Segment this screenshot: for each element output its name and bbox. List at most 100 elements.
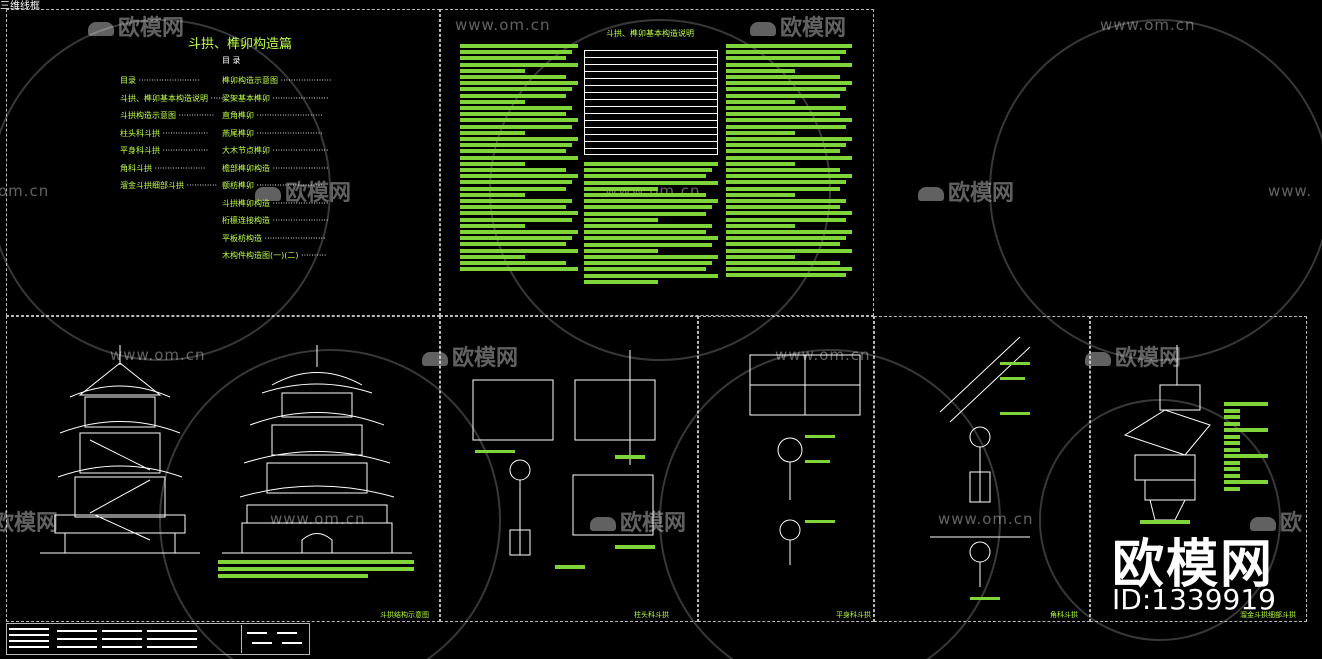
- toc-entry: 梁架基本榫卯 ······················: [222, 93, 329, 104]
- text-line: [460, 174, 578, 179]
- text-line: [460, 248, 578, 253]
- legend-bar: [1224, 480, 1268, 484]
- text-line: [726, 217, 846, 222]
- thumbnail-strip[interactable]: [6, 623, 310, 655]
- text-line: [460, 223, 525, 228]
- text-line: [726, 130, 796, 135]
- text-line: [460, 75, 566, 79]
- legend-bar: [1224, 415, 1240, 419]
- legend-bar: [1224, 473, 1240, 478]
- text-line: [584, 199, 718, 204]
- text-line: [460, 44, 578, 48]
- text-line: [726, 254, 796, 259]
- detail-note-bar: [1140, 520, 1190, 524]
- toc-entry-label: 溜金斗拱细部斗拱: [120, 181, 184, 190]
- text-line: [584, 211, 706, 216]
- text-line: [726, 93, 840, 98]
- toc-entry: 榫卯构造示意图 ····················: [222, 75, 331, 86]
- toc-entry-label: 燕尾榫卯: [222, 128, 254, 138]
- toc-leader-dots: ··························: [254, 128, 323, 138]
- text-line: [726, 68, 796, 73]
- toc-leader-dots: ························: [262, 233, 326, 243]
- tower-elevation-drawing: [222, 345, 412, 554]
- toc-leader-dots: ······················: [270, 198, 329, 208]
- toc-entry-label: 斗拱构造示意图: [120, 111, 176, 120]
- sheet-caption: 角科斗拱: [1050, 611, 1078, 619]
- toc-entry-label: 角科斗拱: [120, 163, 152, 173]
- toc-entry-label: 桁檩连接构造: [222, 216, 270, 225]
- legend-bar: [1224, 447, 1240, 452]
- sheet-corner-bracket[interactable]: [874, 316, 1090, 622]
- toc-entry: 额枋榫卯 ··························: [222, 180, 323, 191]
- text-line: [460, 68, 525, 73]
- sheet-intercolumn-bracket[interactable]: [698, 316, 874, 622]
- toc-leader-dots: ····················: [152, 163, 206, 173]
- text-line: [460, 217, 572, 222]
- sheet-column-bracket[interactable]: [440, 316, 698, 622]
- toc-leader-dots: ············: [184, 181, 218, 190]
- column-bracket-drawing: [472, 350, 656, 569]
- sheet-detail-bracket[interactable]: [1090, 316, 1307, 622]
- text-line: [584, 162, 718, 166]
- text-line: [726, 50, 846, 55]
- toc-entry: 桁檩连接构造 ······················: [222, 215, 329, 226]
- text-line: [726, 106, 846, 110]
- sheet-toc[interactable]: [6, 9, 440, 316]
- text-line: [460, 199, 572, 203]
- text-line: [460, 93, 566, 98]
- text-line: [460, 168, 566, 172]
- text-line: [460, 155, 578, 160]
- intercolumn-bracket-drawing: [749, 354, 861, 565]
- text-line: [460, 236, 572, 241]
- text-line: [460, 267, 578, 272]
- toc-entry: 木构件构造图(一)(二) ··········: [222, 250, 326, 261]
- legend-bar: [1224, 434, 1240, 439]
- text-line: [584, 230, 706, 235]
- text-line: [460, 161, 525, 166]
- text-line: [726, 236, 846, 241]
- text-line: [460, 56, 566, 61]
- toc-entry-label: 榫卯构造示意图: [222, 76, 278, 85]
- toc-leader-dots: ······················: [270, 146, 329, 155]
- toc-entry: 平身科斗拱 ··················: [120, 145, 208, 156]
- text-line: [726, 192, 796, 197]
- toc-leader-dots: ······················: [270, 163, 329, 173]
- toc-leader-dots: ··········: [298, 251, 327, 260]
- toc-entry: 斗拱、榫卯基本构造说明 ······: [120, 93, 226, 104]
- text-line: [460, 81, 578, 86]
- brand-id: ID:1339919: [1112, 583, 1276, 616]
- toc-leader-dots: ··················: [160, 146, 209, 155]
- toc-entry: 目录 ························: [120, 75, 200, 86]
- text-line: [726, 143, 846, 148]
- text-line: [726, 273, 846, 278]
- text-line: [726, 161, 796, 166]
- toc-entry: 燕尾榫卯 ··························: [222, 128, 323, 139]
- text-line: [726, 242, 840, 247]
- text-line: [460, 186, 566, 191]
- sheet-notes[interactable]: [440, 9, 874, 316]
- toc-entry: 直角榫卯 ··························: [222, 110, 323, 121]
- toc-entry: 平板枋构造 ························: [222, 233, 326, 244]
- text-line: [584, 279, 658, 284]
- toc-leader-dots: ························: [136, 76, 200, 85]
- sheet-tower[interactable]: [6, 316, 440, 622]
- toc-entry-label: 大木节点榫卯: [222, 146, 270, 155]
- text-line: [726, 248, 852, 253]
- toc-entry-label: 目录: [120, 76, 136, 85]
- toc-entry: 大木节点榫卯 ······················: [222, 145, 329, 156]
- text-line: [584, 261, 712, 266]
- toc-subtitle: 目 录: [222, 56, 241, 65]
- toc-entry-label: 斗拱榫卯构造: [222, 198, 270, 208]
- text-line: [726, 99, 796, 104]
- text-line: [726, 87, 846, 92]
- legend-bar: [1224, 402, 1268, 406]
- toc-entry-label: 平身科斗拱: [120, 146, 160, 155]
- toc-entry-label: 梁架基本榫卯: [222, 93, 270, 103]
- text-line: [726, 44, 852, 48]
- text-line: [584, 267, 706, 272]
- toc-entry-label: 斗拱、榫卯基本构造说明: [120, 93, 208, 103]
- text-line: [460, 230, 578, 234]
- notes-table: [584, 50, 718, 155]
- legend-bar: [1224, 454, 1268, 458]
- legend-bar: [1224, 486, 1240, 491]
